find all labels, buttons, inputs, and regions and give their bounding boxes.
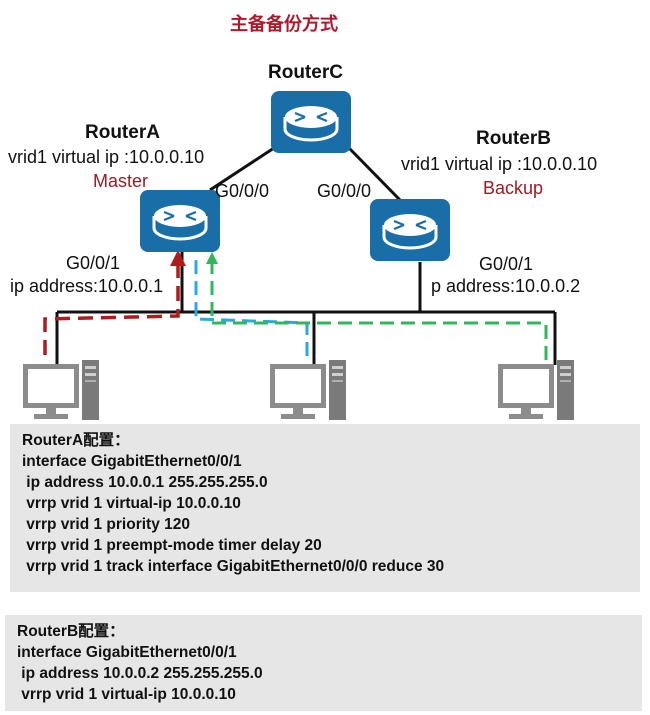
diagram-title: 主备备份方式 [230,14,338,34]
router-b-icon [368,197,452,263]
config-a-line: vrrp vrid 1 preempt-mode timer delay 20 [22,537,322,554]
router-c-name: RouterC [268,62,343,83]
router-b-name: RouterB [476,128,551,149]
link-b-c [347,146,402,202]
router-b-downlink: G0/0/1 [479,254,534,274]
pc-3-icon [498,360,574,420]
router-b-config-box: RouterB配置： interface GigabitEthernet0/0/… [5,615,642,711]
path-pc1-to-master [43,262,180,355]
config-a-line: interface GigabitEthernet0/0/1 [22,453,242,470]
router-a-icon [138,188,222,254]
router-a-vrid: vrid1 virtual ip :10.0.0.10 [8,147,205,167]
router-b-vrid: vrid1 virtual ip :10.0.0.10 [401,154,598,174]
router-a-config-box: RouterA配置： interface GigabitEthernet0/0/… [10,424,640,592]
network-topology [23,89,574,420]
link-a-c [209,146,275,192]
router-c-icon [269,89,353,155]
path-pc3-arrowhead [206,252,218,264]
config-a-line: vrrp vrid 1 priority 120 [22,516,190,533]
router-b-ip: p address:10.0.0.2 [431,276,581,296]
config-a-line: RouterA配置： [22,432,130,449]
path-pc3-to-master [210,262,548,360]
router-b-uplink: G0/0/0 [317,181,372,201]
config-b-line: vrrp vrid 1 virtual-ip 10.0.0.10 [17,686,236,703]
path-pc2-to-master [194,258,309,356]
config-b-line: RouterB配置： [17,623,125,640]
router-a-role: Master [93,171,149,191]
router-a-ip: ip address:10.0.0.1 [10,276,164,296]
config-a-line: vrrp vrid 1 virtual-ip 10.0.0.10 [22,495,241,512]
pc-1-icon [23,360,99,420]
router-a-uplink: G0/0/0 [215,181,270,201]
path-pc1-arrowhead [170,250,186,266]
router-a-downlink: G0/0/1 [66,253,121,273]
config-a-line: vrrp vrid 1 track interface GigabitEther… [22,558,445,575]
config-b-line: interface GigabitEthernet0/0/1 [17,644,237,661]
pc-2-icon [270,360,346,420]
config-b-line: ip address 10.0.0.2 255.255.255.0 [17,665,263,682]
router-b-role: Backup [483,178,544,198]
config-a-line: ip address 10.0.0.1 255.255.255.0 [22,474,268,491]
router-a-name: RouterA [85,122,160,143]
